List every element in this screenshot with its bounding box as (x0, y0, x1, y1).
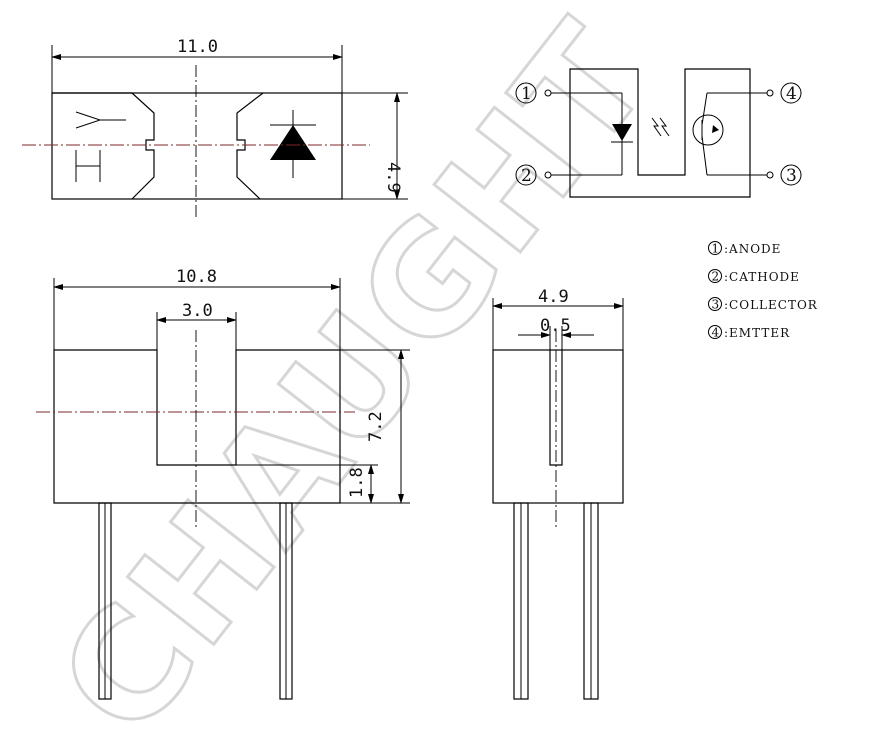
dim-top-length: 11.0 (177, 37, 218, 57)
dim-slot-bottom: 1.8 (347, 467, 367, 498)
legend-label-anode: :ANODE (724, 242, 781, 256)
legend-num-1: 1 (712, 242, 721, 256)
dim-top-height: 4.9 (383, 162, 403, 193)
front-view: 10.8 3.0 7.2 1.8 (36, 267, 410, 700)
dim-side-width: 4.9 (538, 287, 569, 307)
led-icon (612, 124, 632, 141)
pin-1-label: 1 (521, 84, 532, 104)
side-view: 4.9 0.5 (492, 287, 624, 700)
pin-3-label: 3 (786, 166, 797, 186)
legend-num-2: 2 (712, 270, 721, 284)
watermark: CHAUGHT (26, 0, 685, 743)
phototransistor-icon (692, 114, 724, 146)
legend-label-collector: :COLLECTOR (724, 298, 818, 312)
schematic: 1 2 4 3 (515, 68, 802, 198)
legend-num-3: 3 (712, 298, 721, 312)
dim-slot-width: 3.0 (182, 301, 213, 321)
legend-label-emitter: :EMTTER (724, 326, 790, 340)
dim-front-height: 7.2 (366, 411, 386, 442)
legend-label-cathode: :CATHODE (724, 270, 800, 284)
dim-front-length: 10.8 (176, 267, 217, 287)
pin-legend: 1 :ANODE 2 :CATHODE 3 :COLLECTOR 4 :EMTT… (708, 241, 818, 340)
legend-num-4: 4 (712, 326, 721, 340)
dim-side-slot: 0.5 (540, 316, 571, 336)
pin-4-label: 4 (786, 84, 797, 104)
pin-2-label: 2 (521, 166, 532, 186)
top-view: 11.0 4.9 (22, 37, 408, 218)
